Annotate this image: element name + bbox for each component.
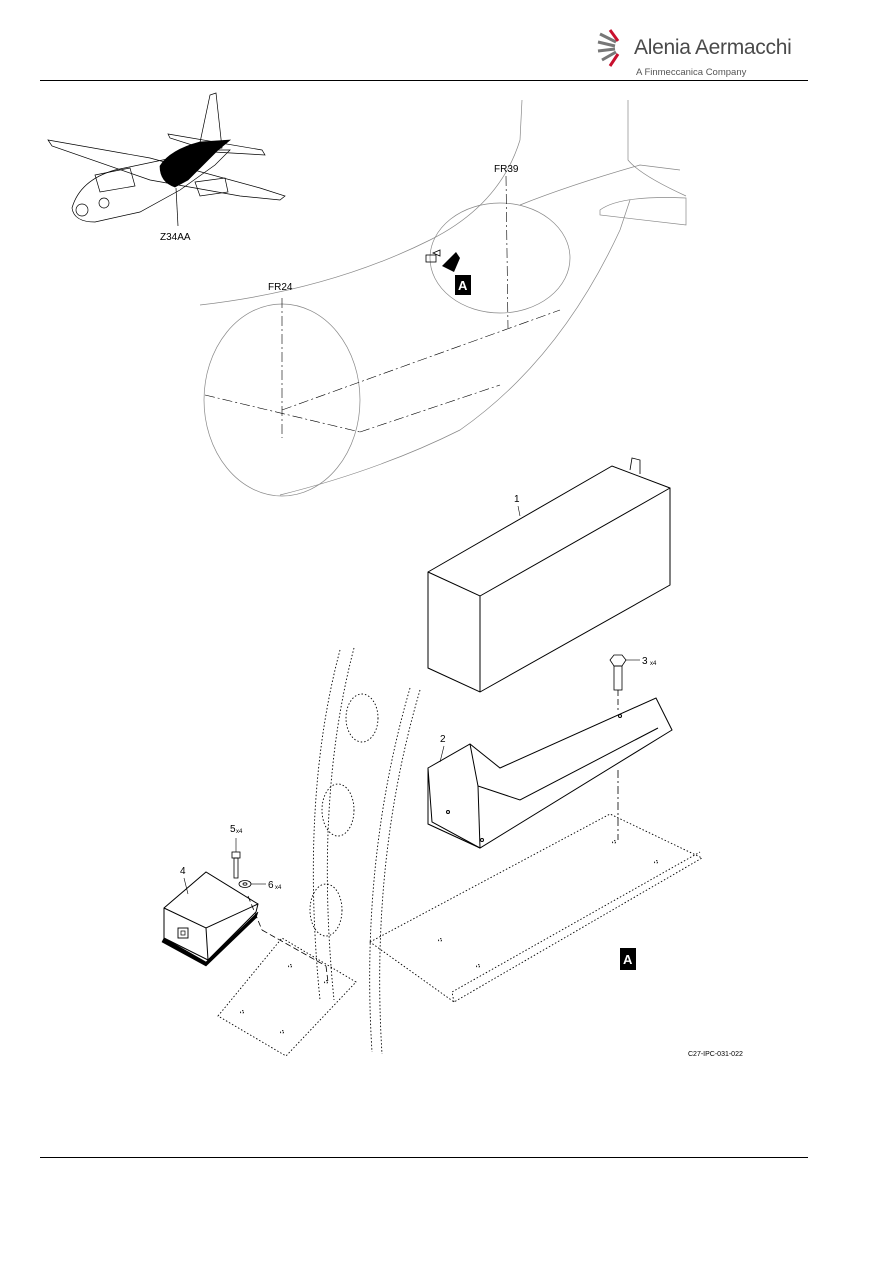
header-divider xyxy=(40,80,808,81)
frame-label-fr24: FR24 xyxy=(268,282,293,293)
view-tag-a-bottom: A xyxy=(620,948,636,970)
item-5-ref: 5 xyxy=(230,824,236,835)
item-3-bolt xyxy=(609,654,640,840)
zone-label: Z34AA xyxy=(160,232,191,243)
item-6-ref: 6 xyxy=(268,880,274,891)
airframe-structure xyxy=(217,647,703,1057)
company-name: Alenia Aermacchi xyxy=(634,36,792,59)
view-tag-a-top: A xyxy=(455,275,471,295)
item-3-qty: x4 xyxy=(650,661,657,667)
item-1-box xyxy=(427,457,671,693)
company-subtitle: A Finmeccanica Company xyxy=(636,67,747,78)
item-4-ref: 4 xyxy=(180,866,186,877)
fuselage-section-view xyxy=(199,99,687,497)
item-6-washer xyxy=(238,880,329,983)
frame-centerlines xyxy=(204,175,561,438)
figure-code: C27-IPC-031-022 xyxy=(688,1051,743,1058)
company-logo: Alenia Aermacchi A Finmeccanica Company xyxy=(596,24,796,84)
item-3-ref: 3 xyxy=(642,656,648,667)
item-2-ref: 2 xyxy=(440,734,446,745)
item-4-unit xyxy=(161,871,259,967)
view-arrow-icon xyxy=(425,249,460,272)
aircraft-locator-view xyxy=(47,92,286,227)
footer-divider xyxy=(40,1157,808,1158)
item-6-qty: x4 xyxy=(275,885,282,891)
view-tag-a-bottom-text: A xyxy=(623,952,633,967)
item-5-qty: x4 xyxy=(236,829,243,835)
logo-mark-icon xyxy=(597,29,620,67)
item-5-screw xyxy=(231,838,241,879)
item-2-tray xyxy=(427,697,673,849)
item-1-ref: 1 xyxy=(514,494,520,505)
frame-label-fr39: FR39 xyxy=(494,164,519,175)
view-tag-a-top-text: A xyxy=(458,278,468,293)
